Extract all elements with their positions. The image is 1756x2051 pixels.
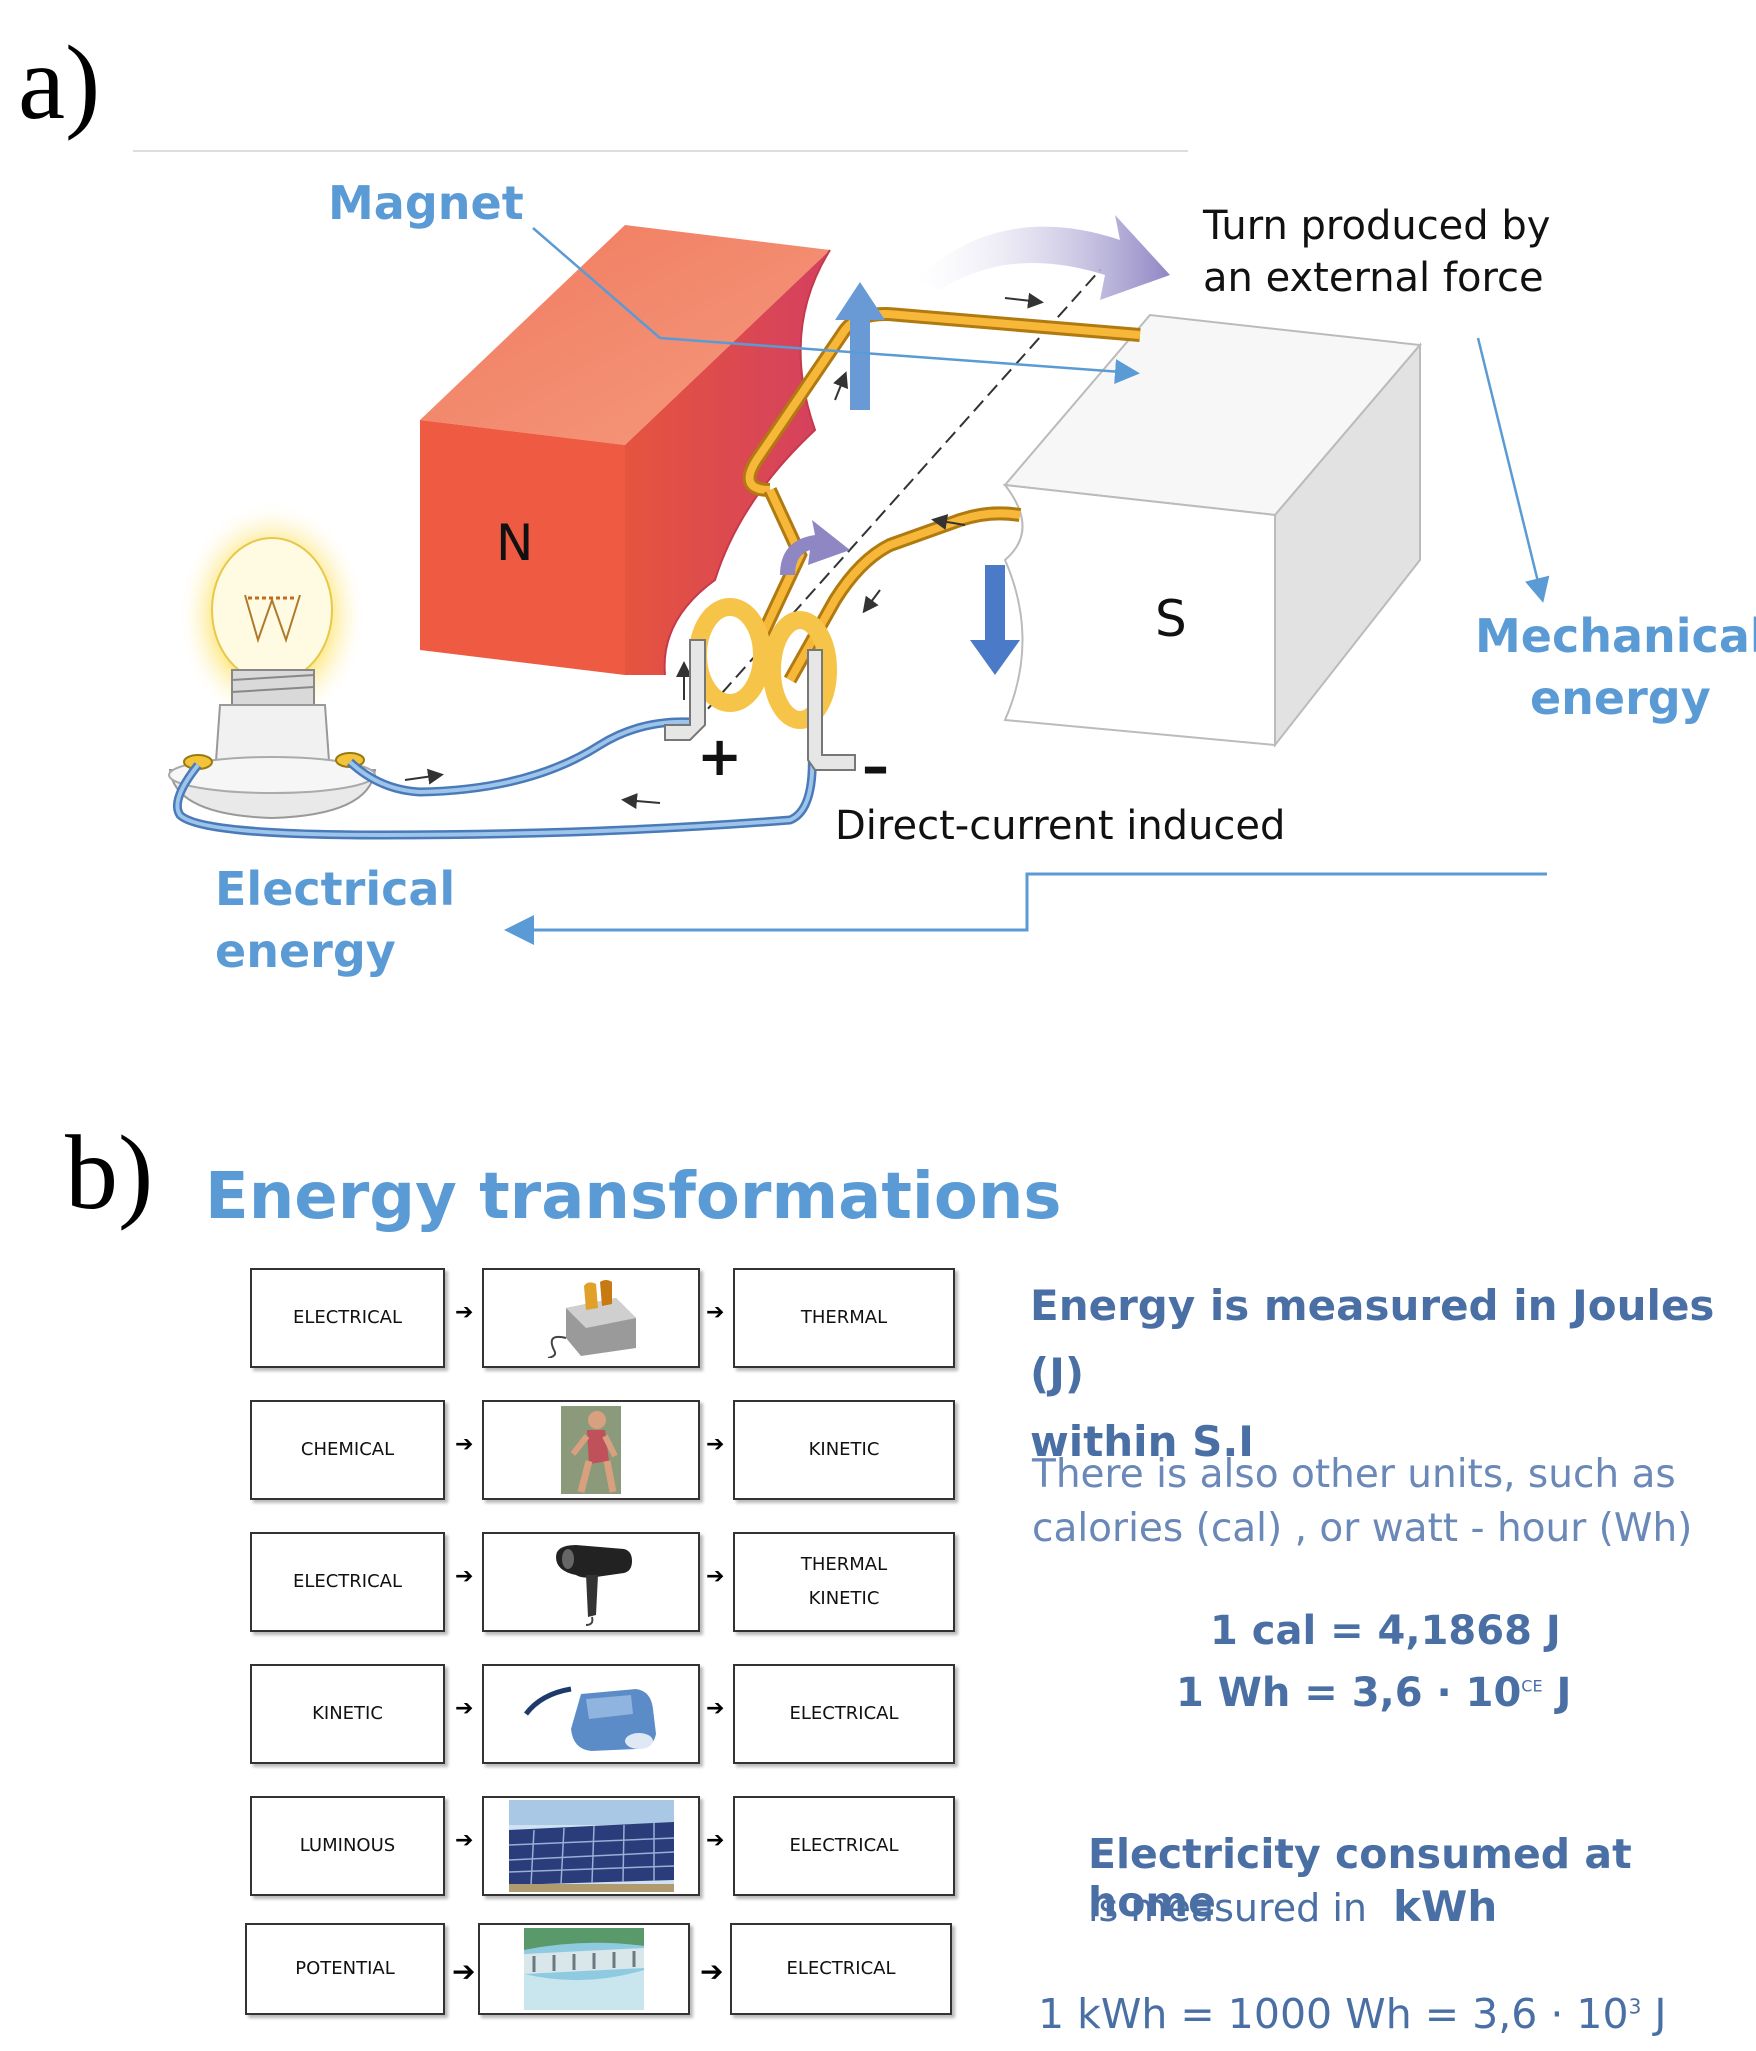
transform-arrow-icon: ➔ bbox=[455, 1432, 474, 1457]
result-energy-box: THERMAL KINETIC bbox=[733, 1532, 955, 1632]
source-energy-label: KINETIC bbox=[312, 1702, 383, 1724]
transform-arrow-icon: ➔ bbox=[452, 1955, 476, 1988]
source-energy-box: CHEMICAL bbox=[250, 1400, 445, 1500]
generator-diagram bbox=[168, 215, 1550, 945]
source-energy-box: ELECTRICAL bbox=[250, 1532, 445, 1632]
rotation-arrow-icon bbox=[915, 215, 1170, 300]
home-sub-text: is measured in bbox=[1088, 1886, 1368, 1930]
divider-line bbox=[133, 150, 1188, 152]
transform-arrow-icon: ➔ bbox=[455, 1564, 474, 1589]
source-energy-box: KINETIC bbox=[250, 1664, 445, 1764]
runner-icon bbox=[561, 1406, 621, 1494]
device-box bbox=[482, 1268, 700, 1368]
result-energy-label: ELECTRICAL bbox=[786, 1957, 896, 1979]
south-magnet bbox=[1002, 313, 1422, 748]
brushes bbox=[664, 639, 856, 771]
crank-flashlight-icon bbox=[524, 1686, 656, 1751]
mechanical-line-1: Mechanical bbox=[1475, 609, 1756, 663]
north-pole-label: N bbox=[496, 514, 534, 572]
result-energy-label: ELECTRICAL bbox=[789, 1834, 899, 1856]
force-arrows-icon bbox=[780, 282, 1020, 675]
circuit-wire bbox=[172, 717, 817, 840]
result-energy-box: KINETIC bbox=[733, 1400, 955, 1500]
result-energy-box: ELECTRICAL bbox=[733, 1796, 955, 1896]
transform-arrow-icon: ➔ bbox=[706, 1564, 725, 1589]
result-energy-box: ELECTRICAL bbox=[730, 1923, 952, 2015]
turn-note-line-1: Turn produced by bbox=[1203, 203, 1551, 249]
electrical-line-1: Electrical bbox=[215, 862, 456, 916]
result-energy-label: THERMAL bbox=[800, 1306, 888, 1328]
turn-note: Turn produced by an external force bbox=[1203, 200, 1550, 304]
label-pointers bbox=[504, 227, 1550, 945]
device-box bbox=[482, 1796, 700, 1896]
result-energy-label: THERMAL bbox=[800, 1553, 888, 1575]
source-energy-box: POTENTIAL bbox=[245, 1923, 445, 2015]
device-box bbox=[482, 1400, 700, 1500]
source-energy-box: LUMINOUS bbox=[250, 1796, 445, 1896]
minus-terminal: – bbox=[862, 735, 889, 798]
source-energy-label: POTENTIAL bbox=[295, 1957, 395, 1979]
toaster-icon bbox=[547, 1280, 636, 1358]
joules-line-2: within S.I bbox=[1030, 1417, 1254, 1466]
transform-arrow-icon: ➔ bbox=[455, 1696, 474, 1721]
result-energy-label: KINETIC bbox=[808, 1588, 880, 1609]
home-consumption-sub: is measured in kWh bbox=[1088, 1882, 1497, 1931]
kwh-equation: 1 kWh = 1000 Wh = 3,6 · 103 J bbox=[1038, 1990, 1666, 2038]
device-box bbox=[482, 1664, 700, 1764]
transform-arrow-icon: ➔ bbox=[706, 1432, 725, 1457]
source-energy-label: CHEMICAL bbox=[300, 1438, 395, 1460]
source-energy-label: ELECTRICAL bbox=[292, 1306, 403, 1328]
dc-induced-note: Direct-current induced bbox=[835, 803, 1286, 849]
transform-arrow-icon: ➔ bbox=[700, 1955, 724, 1988]
home-consumption-title: Electricity consumed at home bbox=[1088, 1830, 1632, 1926]
joules-line-1: Energy is measured in Joules (J) bbox=[1030, 1281, 1715, 1398]
other-units-statement: There is also other units, such as calor… bbox=[1032, 1448, 1692, 1556]
hair-dryer-icon bbox=[556, 1545, 632, 1626]
electrical-energy-label: Electrical energy bbox=[215, 858, 455, 982]
kwh-equation-main: 1 kWh = 1000 Wh = 3,6 · 10 bbox=[1038, 1990, 1629, 2038]
result-energy-box: ELECTRICAL bbox=[733, 1664, 955, 1764]
wh-equation-exponent: CE bbox=[1521, 1676, 1543, 1696]
rotation-axis bbox=[679, 269, 1101, 741]
result-energy-label: KINETIC bbox=[808, 1438, 880, 1460]
transform-arrow-icon: ➔ bbox=[706, 1696, 725, 1721]
result-energy-box: THERMAL bbox=[733, 1268, 955, 1368]
wh-equation-unit: J bbox=[1556, 1670, 1572, 1716]
transform-arrow-icon: ➔ bbox=[706, 1300, 725, 1325]
transform-arrow-icon: ➔ bbox=[455, 1300, 474, 1325]
mechanical-energy-label: Mechanical energy bbox=[1475, 605, 1756, 729]
source-energy-label: ELECTRICAL bbox=[292, 1570, 403, 1592]
device-box bbox=[482, 1532, 700, 1632]
mechanical-line-2: energy bbox=[1529, 671, 1711, 726]
other-units-line-2: calories (cal) , or watt - hour (Wh) bbox=[1032, 1506, 1693, 1551]
source-energy-label: LUMINOUS bbox=[299, 1834, 396, 1856]
magnet-label: Magnet bbox=[328, 176, 524, 230]
plus-terminal: + bbox=[697, 725, 743, 788]
result-energy-label: ELECTRICAL bbox=[789, 1702, 899, 1724]
transform-arrow-icon: ➔ bbox=[455, 1828, 474, 1853]
electrical-line-2: energy bbox=[215, 924, 396, 979]
home-unit: kWh bbox=[1393, 1882, 1498, 1931]
calorie-equation: 1 cal = 4,1868 J bbox=[1210, 1608, 1561, 1654]
wh-equation: 1 Wh = 3,6 · 10CE J bbox=[1176, 1670, 1571, 1716]
section-title: Energy transformations bbox=[205, 1160, 1062, 1234]
hydro-dam-icon bbox=[524, 1928, 644, 2010]
north-magnet bbox=[420, 225, 831, 676]
source-energy-box: ELECTRICAL bbox=[250, 1268, 445, 1368]
other-units-line-1: There is also other units, such as bbox=[1032, 1452, 1676, 1497]
device-box bbox=[478, 1923, 690, 2015]
panel-a-label: a) bbox=[18, 24, 101, 141]
kwh-equation-unit: J bbox=[1654, 1990, 1667, 2038]
transform-arrow-icon: ➔ bbox=[706, 1828, 725, 1853]
south-pole-label: S bbox=[1155, 590, 1187, 648]
wh-equation-main: 1 Wh = 3,6 · 10 bbox=[1176, 1670, 1522, 1716]
light-bulb-icon bbox=[168, 500, 377, 820]
solar-panel-icon bbox=[508, 1800, 674, 1892]
turn-note-line-2: an external force bbox=[1203, 255, 1544, 301]
joules-statement: Energy is measured in Joules (J) within … bbox=[1030, 1272, 1756, 1476]
panel-b-label: b) bbox=[65, 1114, 154, 1231]
kwh-equation-exponent: 3 bbox=[1628, 1994, 1642, 2019]
